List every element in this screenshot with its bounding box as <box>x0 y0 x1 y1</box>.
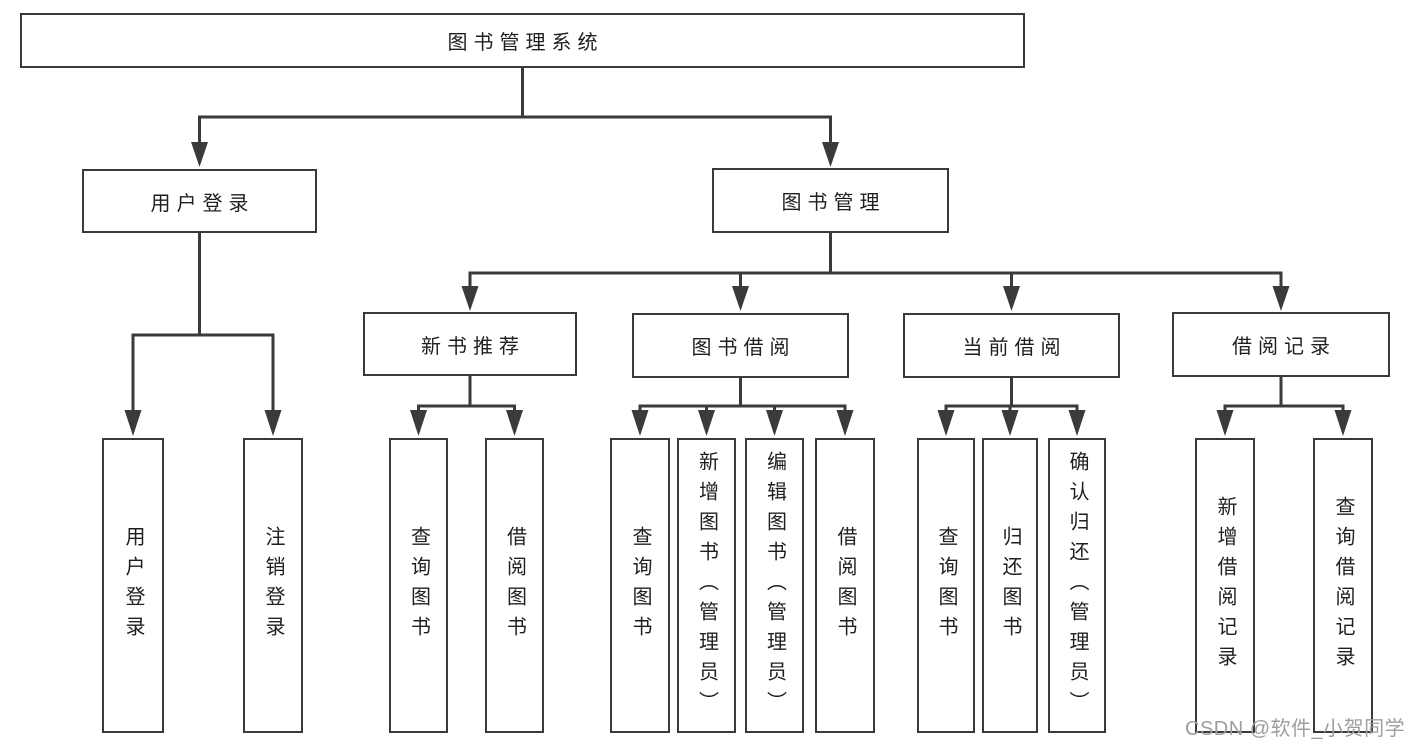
leaf-query-books-current: 查询图书 <box>917 438 975 733</box>
node-book-borrow: 图书借阅 <box>632 313 849 378</box>
leaf-borrow-books-recommend: 借阅图书 <box>485 438 544 733</box>
leaf-return-books: 归还图书 <box>982 438 1038 733</box>
leaf-logout: 注销登录 <box>243 438 303 733</box>
connector-root-to-level2 <box>191 68 839 167</box>
connector-book-management-to-level3 <box>461 233 1290 311</box>
connector-book-borrow-to-leaves <box>631 378 854 436</box>
connector-user-login-to-leaves <box>124 233 282 436</box>
connector-borrow-records-to-leaves <box>1216 377 1352 436</box>
node-library-management-system: 图书管理系统 <box>20 13 1025 68</box>
leaf-query-books-borrow: 查询图书 <box>610 438 670 733</box>
leaf-user-login: 用户登录 <box>102 438 164 733</box>
csdn-watermark: CSDN @软件_小贺同学 <box>1185 718 1405 740</box>
leaf-add-borrow-record: 新增借阅记录 <box>1195 438 1255 733</box>
connector-current-borrow-to-leaves <box>937 378 1086 436</box>
leaf-confirm-return-admin: 确认归还（管理员） <box>1048 438 1106 733</box>
node-book-management: 图书管理 <box>712 168 949 233</box>
connector-new-book-to-leaves <box>410 376 523 436</box>
node-borrow-records: 借阅记录 <box>1172 312 1390 377</box>
leaf-query-books-recommend: 查询图书 <box>389 438 448 733</box>
leaf-edit-books-admin: 编辑图书（管理员） <box>745 438 804 733</box>
leaf-add-books-admin: 新增图书（管理员） <box>677 438 736 733</box>
node-user-login: 用户登录 <box>82 169 317 233</box>
leaf-query-borrow-record: 查询借阅记录 <box>1313 438 1373 733</box>
leaf-borrow-books: 借阅图书 <box>815 438 875 733</box>
node-new-book-recommend: 新书推荐 <box>363 312 577 376</box>
node-current-borrow: 当前借阅 <box>903 313 1120 378</box>
